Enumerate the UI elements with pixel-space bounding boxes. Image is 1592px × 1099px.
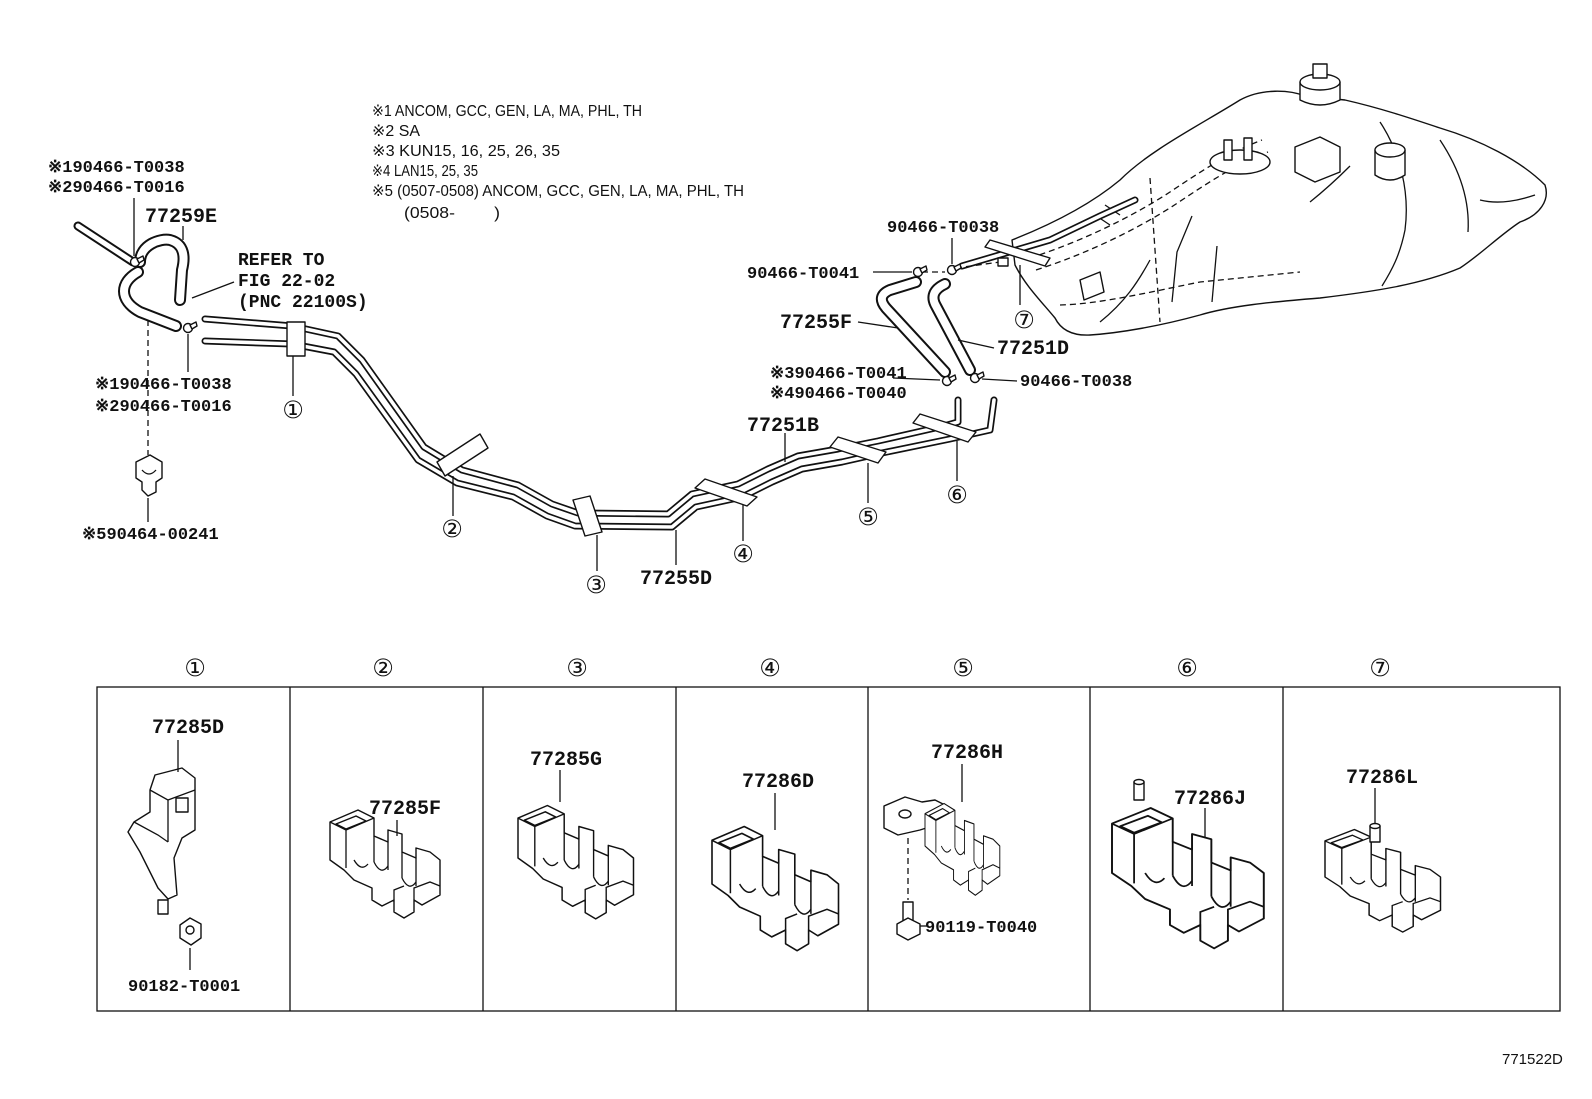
tube-77251b-label: 77251B [747,415,819,438]
hose-clip-77255f-bottom [941,374,957,387]
detail-ref-2: ② [372,654,394,682]
bundle-clamps [286,239,1051,537]
refer-note-line-1: REFER TO [238,251,325,271]
clamp-ref-7: ⑦ [1013,306,1035,334]
clamp-6 [912,413,977,443]
fuel-pump-flange [1209,149,1271,175]
clamp-ref-3: ③ [585,571,607,599]
clamp-77286h [883,796,1001,896]
hose-front-clip-top-label: 90466-T0041 [747,265,859,284]
upper-left-clip-label-2: ※290466-T0016 [48,179,185,198]
detail-7-part-1: 77286L [1346,767,1418,790]
note-5: ※5 (0507-0508) ANCOM, GCC, GEN, LA, MA, … [372,183,744,200]
assembly-labels: ※190466-T0038 ※290466-T0016 77259E REFER… [48,159,1132,591]
clamp-5 [829,436,887,464]
fuel-tank-outline [1011,90,1547,336]
refer-note-line-2: FIG 22-02 [238,272,335,292]
clamp-4 [694,478,758,507]
hose-77259e-label: 77259E [145,206,217,229]
applicability-notes: ※1 ANCOM, GCC, GEN, LA, MA, PHL, TH ※2 S… [372,103,744,222]
clamp-77286j [1111,778,1265,950]
note-4: ※4 LAN15, 25, 35 [372,163,478,180]
fuel-tube-bundle [201,315,998,531]
leader-lines [133,198,1021,571]
clamp-ref-6: ⑥ [946,481,968,509]
bolt-90119-t0040 [896,901,921,941]
detail-table-frame [96,686,1561,1012]
hose-clip-77251d-bottom [969,371,985,384]
clamp-detail-table: ① ② ③ ④ ⑤ ⑥ ⑦ 77285D 90182-T0001 77285F … [96,654,1561,1012]
clamp-ref-5: ⑤ [857,503,879,531]
detail-ref-5: ⑤ [952,654,974,682]
detail-ref-4: ④ [759,654,781,682]
detail-5-part-2: 90119-T0040 [925,919,1037,938]
clamp-77285g [517,804,635,920]
refer-note-line-3: (PNC 22100S) [238,293,368,313]
detail-ref-7: ⑦ [1369,654,1391,682]
hose-77255f-label: 77255F [780,312,852,335]
clamp-77286l [1324,822,1442,933]
clamp-ref-4: ④ [732,540,754,568]
clamp-77285f [329,809,441,919]
detail-ref-6: ⑥ [1176,654,1198,682]
filler-cap [1312,63,1328,79]
clamp-ref-2: ② [441,515,463,543]
detail-6-part-1: 77286J [1174,788,1246,811]
clamp-2 [436,433,489,477]
note-3: ※3 KUN15, 16, 25, 26, 35 [372,143,560,160]
rear-hoses [875,276,976,378]
detail-ref-1: ① [184,654,206,682]
left-hoses [73,221,190,497]
hose-rear-clip-bottom-label: 90466-T0038 [1020,373,1132,392]
illustration-id: 771522D [1502,1051,1563,1068]
detail-5-part-1: 77286H [931,742,1003,765]
detail-ref-3: ③ [566,654,588,682]
note-5-continued: (0508- ) [404,205,500,222]
detail-1-part-1: 77285D [152,717,224,740]
detail-4-part-1: 77286D [742,771,814,794]
note-2: ※2 SA [372,123,420,140]
hose-77251d-label: 77251D [997,338,1069,361]
note-1: ※1 ANCOM, GCC, GEN, LA, MA, PHL, TH [372,103,642,120]
fuel-tank [1011,63,1547,336]
bracket-77285d [127,767,202,946]
hose-clip-lower-left [182,321,198,334]
detail-table-dividers [289,687,1284,1011]
assembly-clamp-refs: ① ② ③ ④ ⑤ ⑥ ⑦ [282,306,1035,599]
clamp-1 [286,321,306,357]
clamp-77286d [711,825,840,952]
upper-left-clip-label-1: ※190466-T0038 [48,159,185,178]
tank-clip-top-label: 90466-T0038 [887,219,999,238]
detail-3-part-1: 77285G [530,749,602,772]
detail-2-part-1: 77285F [369,798,441,821]
hose-clip-77255f-top [912,265,928,278]
stud [157,899,169,915]
clamp-3 [572,495,603,537]
detail-1-part-2: 90182-T0001 [128,978,240,997]
lower-left-clip-label-1: ※190466-T0038 [95,376,232,395]
hose-clip-tank-top [946,263,962,276]
clamp-7 [984,239,1051,267]
tube-77255d-label: 77255D [640,568,712,591]
hose-front-clip-bottom-label-1: ※390466-T0041 [770,365,907,384]
clamp-clip-5 [135,454,163,497]
clamp-clip-label: ※590464-00241 [82,526,219,545]
clamp-ref-1: ① [282,396,304,424]
hose-front-clip-bottom-label-2: ※490466-T0040 [770,385,907,404]
lower-left-clip-label-2: ※290466-T0016 [95,398,232,417]
